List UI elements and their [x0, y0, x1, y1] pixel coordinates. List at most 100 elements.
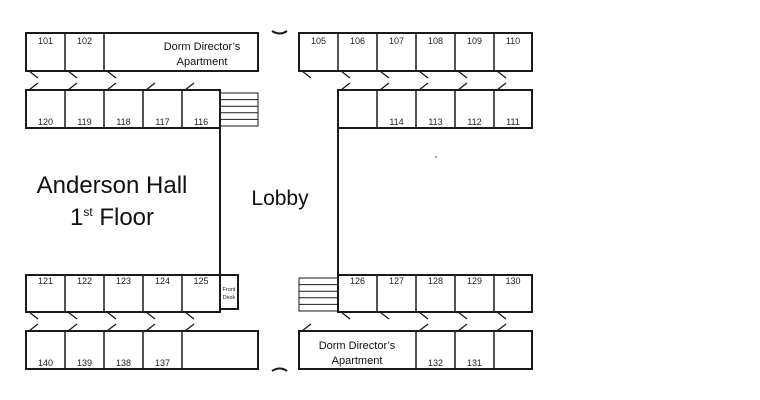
apartment-labels: Dorm Director’s Apartment Dorm Director’… — [164, 41, 396, 367]
room-number: 114 — [389, 117, 403, 127]
door-swing — [28, 311, 39, 320]
floor-number: 1 — [69, 204, 84, 231]
door-swing — [418, 82, 429, 91]
door-swing — [28, 70, 39, 79]
room-number: 121 — [38, 276, 53, 286]
door-swing — [67, 323, 78, 332]
top-entrance-arc — [271, 30, 288, 35]
door-swing — [340, 82, 351, 91]
room-number: 123 — [116, 276, 131, 286]
room-number: 107 — [389, 36, 404, 46]
room-number: 131 — [467, 358, 482, 368]
speck — [435, 156, 437, 158]
apartment-label-top-line2: Apartment — [177, 56, 228, 68]
room-number: 105 — [311, 36, 326, 46]
door-swing — [418, 311, 429, 320]
room-number: 132 — [428, 358, 443, 368]
apartment-label-bottom-line2: Apartment — [332, 355, 383, 367]
bottom-left-outer-row — [25, 330, 259, 370]
door-swing — [184, 323, 195, 332]
door-swing — [301, 70, 312, 79]
door-swing — [67, 311, 78, 320]
front-desk-label: Front Desk — [223, 287, 236, 301]
room-number: 139 — [77, 358, 92, 368]
room-number: 120 — [38, 117, 53, 127]
door-swing — [418, 323, 429, 332]
front-desk-box — [219, 274, 239, 310]
room-number: 140 — [38, 358, 53, 368]
apartment-label-bottom-line1: Dorm Director’s — [319, 340, 396, 352]
staircase-frame — [219, 92, 259, 127]
door-swing — [379, 70, 390, 79]
room-number: 118 — [116, 117, 130, 127]
room-dividers — [64, 33, 495, 369]
door-swing — [301, 323, 312, 332]
room-labels: 101 102 120 119 118 117 116 105 106 107 108 109 110 1… — [38, 36, 521, 368]
door-swing — [67, 70, 78, 79]
door-swing — [496, 82, 507, 91]
door-swing — [67, 82, 78, 91]
building-title: Anderson Hall 1st Floor — [18, 170, 206, 234]
door-swing — [145, 311, 156, 320]
door-swing — [145, 323, 156, 332]
door-swing — [145, 82, 156, 91]
room-number: 119 — [77, 117, 91, 127]
top-right-inner-row — [337, 89, 533, 129]
door-swing — [28, 323, 39, 332]
room-number: 137 — [155, 358, 170, 368]
room-number: 109 — [467, 36, 482, 46]
door-swing — [106, 82, 117, 91]
floor-suffix: st — [83, 205, 93, 219]
door-swing — [418, 70, 429, 79]
building-name: Anderson Hall — [36, 172, 188, 199]
door-swing — [184, 311, 195, 320]
room-number: 113 — [428, 117, 442, 127]
door-swing — [457, 70, 468, 79]
room-number: 116 — [194, 117, 208, 127]
room-number: 125 — [193, 276, 208, 286]
room-number: 108 — [428, 36, 443, 46]
floor-word: Floor — [99, 204, 155, 231]
bottom-entrance-arc — [271, 367, 288, 372]
door-swing — [379, 311, 390, 320]
room-number: 122 — [77, 276, 92, 286]
lobby-label: Lobby — [251, 187, 309, 210]
top-left-outer-row — [25, 32, 259, 72]
door-swing — [340, 70, 351, 79]
room-number: 128 — [428, 276, 443, 286]
door-swing — [106, 323, 117, 332]
room-number: 138 — [116, 358, 131, 368]
door-swing — [457, 82, 468, 91]
room-number: 130 — [505, 276, 520, 286]
room-number: 127 — [389, 276, 404, 286]
room-number: 124 — [155, 276, 170, 286]
door-swing — [106, 311, 117, 320]
door-swing — [106, 70, 117, 79]
room-number: 102 — [77, 36, 92, 46]
front-desk-line1: Front — [223, 287, 236, 293]
door-swing — [496, 323, 507, 332]
door-swing — [28, 82, 39, 91]
door-swing — [496, 311, 507, 320]
apartment-label-top-line1: Dorm Director’s — [164, 41, 241, 53]
room-number: 129 — [467, 276, 482, 286]
floor-label: 1st Floor — [18, 202, 206, 234]
room-number: 126 — [350, 276, 365, 286]
room-number: 101 — [38, 36, 53, 46]
door-swing — [457, 323, 468, 332]
door-swing — [457, 311, 468, 320]
door-swing — [379, 82, 390, 91]
door-swing — [496, 70, 507, 79]
front-desk-line2: Desk — [223, 295, 236, 301]
stairs — [219, 92, 339, 312]
room-number: 111 — [506, 117, 520, 127]
room-number: 117 — [155, 117, 169, 127]
door-swing — [340, 311, 351, 320]
staircase-frame — [298, 277, 339, 312]
room-number: 106 — [350, 36, 365, 46]
door-swing — [184, 82, 195, 91]
room-doors — [28, 70, 507, 332]
room-number: 110 — [506, 36, 520, 46]
room-number: 112 — [467, 117, 481, 127]
